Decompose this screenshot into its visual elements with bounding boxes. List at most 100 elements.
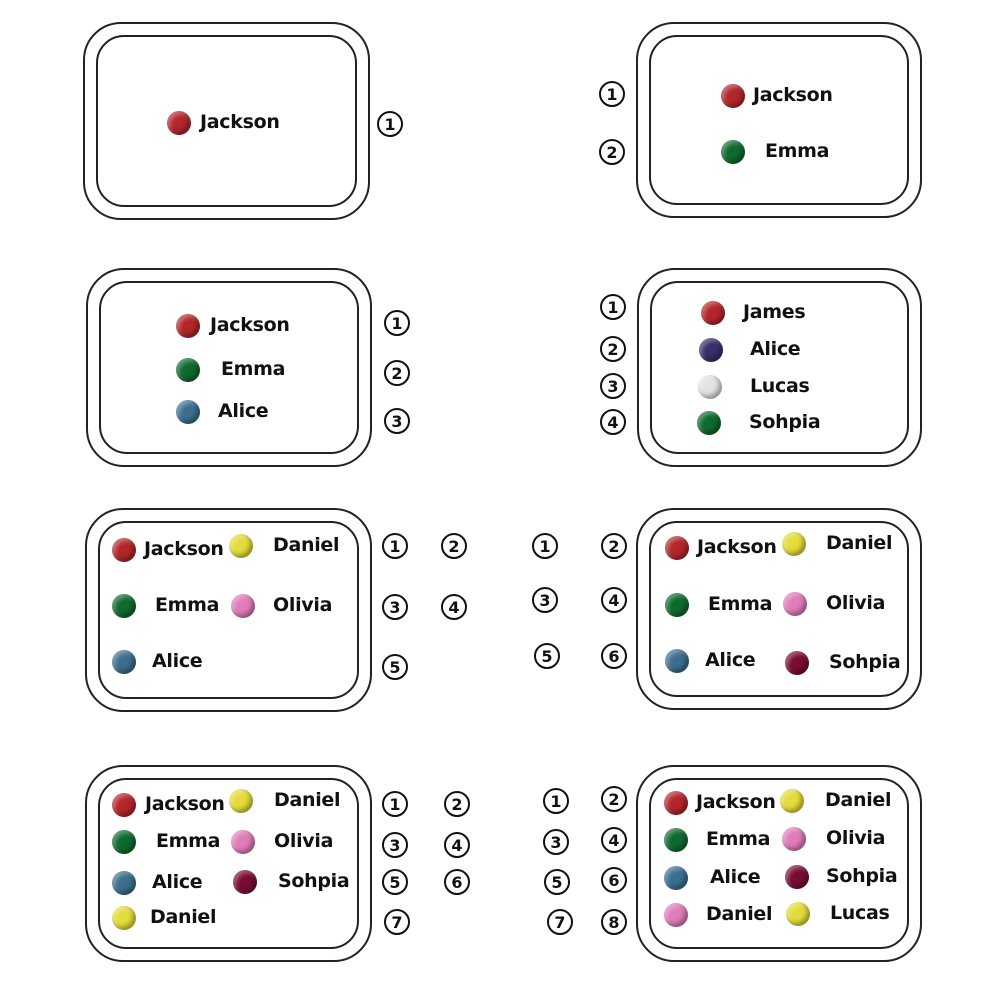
birthstone-icon (112, 871, 136, 895)
position-number-badge: 1 (382, 791, 408, 817)
engraved-name: Daniel (274, 788, 341, 811)
birthstone-icon (176, 400, 200, 424)
engraved-name: James (743, 300, 806, 323)
plate-inner-border (650, 281, 909, 454)
birthstone-icon (699, 338, 723, 362)
birthstone-icon (786, 902, 810, 926)
engraved-name: Jackson (200, 110, 280, 133)
birthstone-icon (176, 314, 200, 338)
birthstone-icon (782, 532, 806, 556)
engraved-name: Alice (710, 865, 761, 888)
position-number-badge: 3 (543, 829, 569, 855)
birthstone-icon (112, 906, 136, 930)
birthstone-icon (701, 301, 725, 325)
necklace-plate-1 (83, 22, 370, 220)
birthstone-icon (721, 140, 745, 164)
position-number-badge: 2 (384, 360, 410, 386)
birthstone-icon (785, 865, 809, 889)
position-number-badge: 3 (384, 408, 410, 434)
birthstone-icon (665, 649, 689, 673)
engraved-name: Olivia (826, 591, 886, 614)
position-number-badge: 6 (601, 643, 627, 669)
position-number-badge: 1 (532, 533, 558, 559)
position-number-badge: 8 (601, 909, 627, 935)
position-number-badge: 1 (599, 81, 625, 107)
engraved-name: Alice (152, 649, 203, 672)
position-number-badge: 4 (600, 409, 626, 435)
engraved-name: Daniel (826, 531, 893, 554)
birthstone-icon (785, 651, 809, 675)
position-number-badge: 2 (601, 786, 627, 812)
birthstone-icon (665, 536, 689, 560)
birthstone-icon (231, 594, 255, 618)
engraved-name: Jackson (210, 313, 290, 336)
position-number-badge: 2 (441, 533, 467, 559)
engraved-name: Alice (750, 337, 801, 360)
position-number-badge: 1 (384, 310, 410, 336)
position-number-badge: 4 (444, 832, 470, 858)
engraved-name: Emma (765, 139, 830, 162)
engraved-name: Alice (705, 648, 756, 671)
plate-inner-border (98, 521, 359, 699)
birthstone-icon (231, 830, 255, 854)
position-number-badge: 4 (601, 587, 627, 613)
engraved-name: Olivia (826, 826, 886, 849)
plate-inner-border (649, 521, 909, 697)
engraved-name: Jackson (753, 83, 833, 106)
birthstone-icon (229, 534, 253, 558)
position-number-badge: 1 (377, 111, 403, 137)
plate-inner-border (99, 281, 359, 454)
engraved-name: Sohpia (829, 650, 901, 673)
plate-inner-border (649, 35, 909, 205)
birthstone-icon (780, 789, 804, 813)
position-number-badge: 2 (601, 533, 627, 559)
birthstone-icon (782, 827, 806, 851)
engraved-name: Emma (221, 357, 286, 380)
birthstone-icon (665, 593, 689, 617)
position-number-badge: 2 (600, 336, 626, 362)
plate-inner-border (649, 778, 909, 949)
position-number-badge: 3 (382, 594, 408, 620)
position-number-badge: 1 (600, 294, 626, 320)
birthstone-icon (167, 111, 191, 135)
birthstone-icon (229, 789, 253, 813)
position-number-badge: 3 (382, 832, 408, 858)
engraved-name: Jackson (696, 790, 776, 813)
position-number-badge: 5 (534, 643, 560, 669)
engraved-name: Daniel (273, 533, 340, 556)
position-number-badge: 5 (544, 869, 570, 895)
position-number-badge: 6 (444, 869, 470, 895)
engraved-name: Olivia (274, 829, 334, 852)
position-number-badge: 6 (601, 867, 627, 893)
engraved-name: Alice (218, 399, 269, 422)
position-number-badge: 2 (599, 139, 625, 165)
position-number-badge: 7 (384, 909, 410, 935)
engraved-name: Sohpia (278, 869, 350, 892)
birthstone-icon (664, 828, 688, 852)
birthstone-icon (112, 538, 136, 562)
position-number-badge: 5 (382, 869, 408, 895)
plate-inner-border (96, 35, 357, 207)
engraved-name: Emma (706, 827, 771, 850)
engraved-name: Jackson (697, 535, 777, 558)
birthstone-icon (233, 870, 257, 894)
birthstone-icon (112, 594, 136, 618)
engraved-name: Jackson (144, 537, 224, 560)
birthstone-icon (664, 866, 688, 890)
engraved-name: Sohpia (749, 410, 821, 433)
necklace-plate-4 (637, 268, 922, 467)
engraved-name: Jackson (145, 792, 225, 815)
engraved-name: Alice (152, 870, 203, 893)
engraved-name: Emma (156, 829, 221, 852)
position-number-badge: 2 (444, 791, 470, 817)
position-number-badge: 4 (441, 594, 467, 620)
engraved-name: Olivia (273, 593, 333, 616)
birthstone-icon (664, 903, 688, 927)
birthstone-icon (721, 84, 745, 108)
position-number-badge: 3 (532, 587, 558, 613)
engraved-name: Emma (708, 592, 773, 615)
position-number-badge: 1 (382, 533, 408, 559)
position-number-badge: 1 (543, 788, 569, 814)
position-number-badge: 5 (382, 654, 408, 680)
engraved-name: Sohpia (826, 864, 898, 887)
